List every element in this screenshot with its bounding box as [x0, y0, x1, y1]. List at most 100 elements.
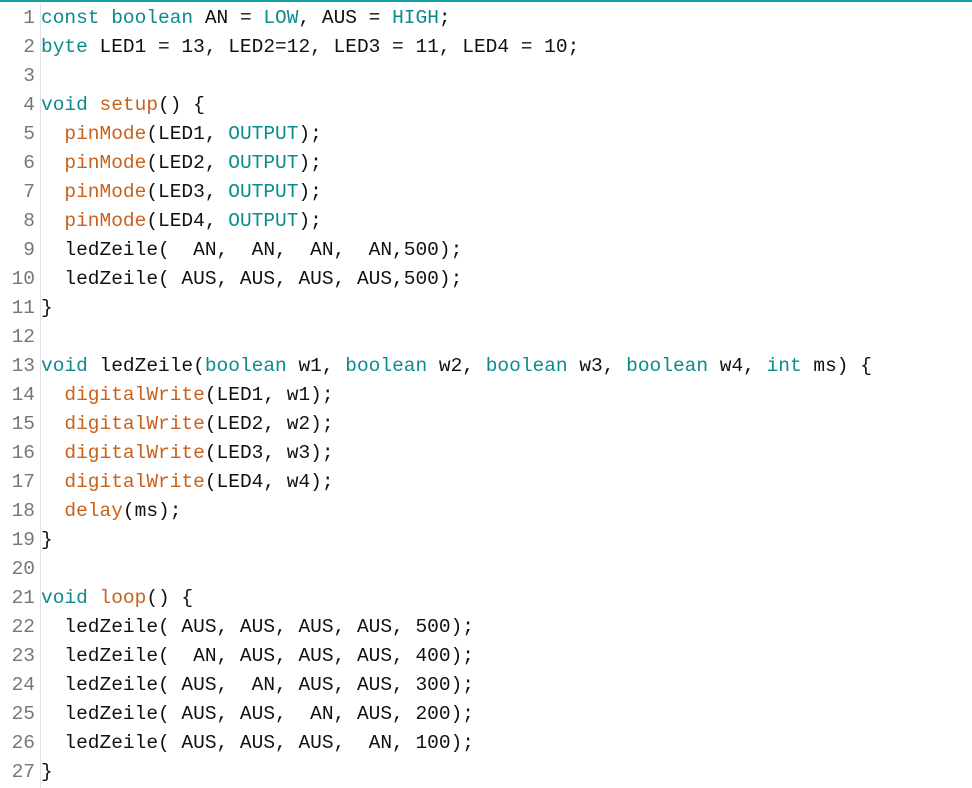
text-token: ;: [438, 7, 451, 29]
line-code: ledZeile( AN, AN, AN, AN,500);: [41, 236, 462, 265]
code-line[interactable]: 22 ledZeile( AUS, AUS, AUS, AUS, 500);: [0, 613, 972, 642]
code-line[interactable]: 20: [0, 555, 972, 584]
code-line[interactable]: 23 ledZeile( AN, AUS, AUS, AUS, 400);: [0, 642, 972, 671]
text-token: () {: [158, 94, 205, 116]
line-code: byte LED1 = 13, LED2=12, LED3 = 11, LED4…: [41, 33, 579, 62]
line-number: 25: [11, 703, 35, 725]
line-code: }: [41, 758, 53, 787]
keyword-token: HIGH: [392, 7, 439, 29]
text-token: (LED4, w4);: [204, 471, 334, 493]
text-token: w3,: [567, 355, 627, 377]
text-token: );: [298, 181, 322, 203]
code-line[interactable]: 7 pinMode(LED3, OUTPUT);: [0, 178, 972, 207]
text-token: (ms);: [122, 500, 182, 522]
text-token: );: [298, 152, 322, 174]
line-number: 13: [11, 355, 35, 377]
line-code: digitalWrite(LED4, w4);: [41, 468, 334, 497]
line-code: pinMode(LED4, OUTPUT);: [41, 207, 321, 236]
line-number: 8: [23, 210, 35, 232]
line-number: 2: [23, 36, 35, 58]
line-number: 18: [11, 500, 35, 522]
text-token: [100, 7, 112, 29]
function-token: setup: [99, 94, 159, 116]
line-number-gutter: [0, 4, 41, 788]
text-token: [41, 384, 64, 406]
code-line[interactable]: 24 ledZeile( AUS, AN, AUS, AUS, 300);: [0, 671, 972, 700]
text-token: [41, 413, 64, 435]
code-line[interactable]: 12: [0, 323, 972, 352]
text-token: , AUS =: [298, 7, 393, 29]
text-token: (LED2, w2);: [204, 413, 334, 435]
code-line[interactable]: 2 byte LED1 = 13, LED2=12, LED3 = 11, LED…: [0, 33, 972, 62]
text-token: [41, 210, 64, 232]
code-line[interactable]: 8 pinMode(LED4, OUTPUT);: [0, 207, 972, 236]
line-number: 12: [11, 326, 35, 348]
line-number: 26: [11, 732, 35, 754]
text-token: (LED3, w3);: [204, 442, 334, 464]
code-line[interactable]: 14 digitalWrite(LED1, w1);: [0, 381, 972, 410]
code-line[interactable]: 10 ledZeile( AUS, AUS, AUS, AUS,500);: [0, 265, 972, 294]
text-token: w2,: [427, 355, 486, 377]
code-line[interactable]: 17 digitalWrite(LED4, w4);: [0, 468, 972, 497]
text-token: [41, 442, 64, 464]
code-line[interactable]: 26 ledZeile( AUS, AUS, AUS, AN, 100);: [0, 729, 972, 758]
text-token: }: [41, 297, 53, 319]
code-line[interactable]: 25 ledZeile( AUS, AUS, AN, AUS, 200);: [0, 700, 972, 729]
code-line[interactable]: 3: [0, 62, 972, 91]
line-number: 24: [11, 674, 35, 696]
text-token: [88, 94, 100, 116]
line-number: 16: [11, 442, 35, 464]
keyword-token: boolean: [111, 7, 194, 29]
text-token: ledZeile( AUS, AUS, AN, AUS, 200);: [41, 703, 474, 725]
line-number: 15: [11, 413, 35, 435]
function-token: pinMode: [64, 210, 147, 232]
code-line[interactable]: 15 digitalWrite(LED2, w2);: [0, 410, 972, 439]
text-token: (LED4,: [146, 210, 229, 232]
keyword-token: boolean: [345, 355, 428, 377]
code-line[interactable]: 19}: [0, 526, 972, 555]
text-token: }: [41, 761, 53, 783]
text-token: ms) {: [801, 355, 872, 377]
line-number: 14: [11, 384, 35, 406]
code-line[interactable]: 9 ledZeile( AN, AN, AN, AN,500);: [0, 236, 972, 265]
function-token: delay: [64, 500, 123, 522]
text-token: [41, 500, 64, 522]
code-line[interactable]: 18 delay(ms);: [0, 497, 972, 526]
line-number: 5: [23, 123, 35, 145]
line-number: 23: [11, 645, 35, 667]
code-line[interactable]: 16 digitalWrite(LED3, w3);: [0, 439, 972, 468]
line-number: 6: [23, 152, 35, 174]
code-line[interactable]: 11}: [0, 294, 972, 323]
line-code: ledZeile( AUS, AUS, AUS, AUS,500);: [41, 265, 462, 294]
line-number: 7: [23, 181, 35, 203]
function-token: digitalWrite: [64, 471, 205, 493]
text-token: ledZeile( AN, AUS, AUS, AUS, 400);: [41, 645, 474, 667]
text-token: }: [41, 529, 53, 551]
line-code: ledZeile( AUS, AUS, AN, AUS, 200);: [41, 700, 474, 729]
code-line[interactable]: 27}: [0, 758, 972, 787]
line-number: 10: [11, 268, 35, 290]
keyword-token: LOW: [263, 7, 299, 29]
text-token: (LED1, w1);: [204, 384, 334, 406]
text-token: ledZeile( AUS, AUS, AUS, AN, 100);: [41, 732, 474, 754]
code-line[interactable]: 6 pinMode(LED2, OUTPUT);: [0, 149, 972, 178]
line-code: pinMode(LED1, OUTPUT);: [41, 120, 321, 149]
keyword-token: void: [41, 587, 88, 609]
text-token: (LED3,: [146, 181, 229, 203]
line-code: void loop() {: [41, 584, 193, 613]
line-code: ledZeile( AUS, AUS, AUS, AUS, 500);: [41, 613, 474, 642]
keyword-token: OUTPUT: [228, 123, 299, 145]
text-token: [88, 587, 100, 609]
function-token: pinMode: [64, 123, 147, 145]
line-code: digitalWrite(LED1, w1);: [41, 381, 334, 410]
line-code: ledZeile( AUS, AN, AUS, AUS, 300);: [41, 671, 474, 700]
function-token: digitalWrite: [64, 413, 205, 435]
code-line[interactable]: 5 pinMode(LED1, OUTPUT);: [0, 120, 972, 149]
keyword-token: OUTPUT: [228, 152, 299, 174]
function-token: digitalWrite: [64, 442, 205, 464]
